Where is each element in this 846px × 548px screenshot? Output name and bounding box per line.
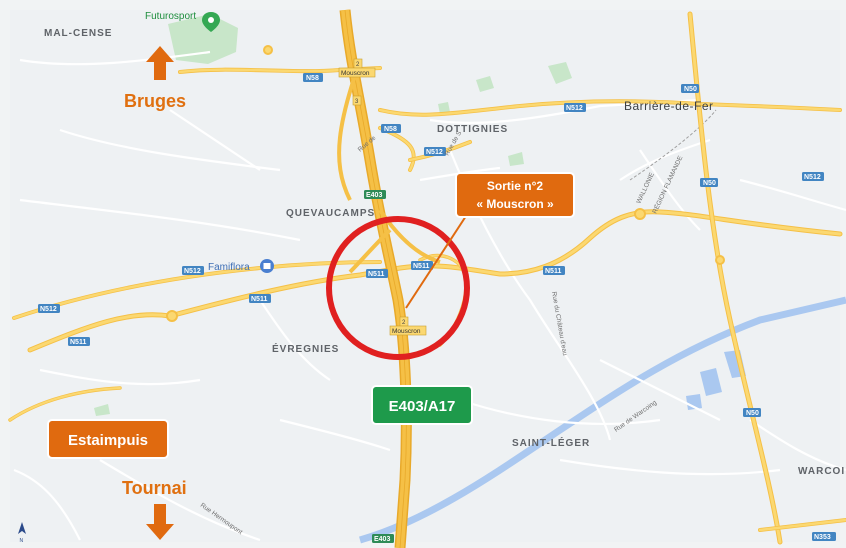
- shield-n512: N512: [40, 306, 57, 313]
- place-evregnies: ÉVREGNIES: [272, 342, 339, 355]
- roundabout: [634, 208, 646, 220]
- futurosport-pin-icon[interactable]: [202, 12, 220, 32]
- exit-marker-3: 3: [352, 95, 362, 106]
- svg-text:N: N: [20, 538, 24, 544]
- shield-n50: N50: [684, 86, 697, 93]
- shield-n511: N511: [368, 271, 384, 278]
- place-dottignies: DOTTIGNIES: [437, 124, 508, 135]
- shield-n512: N512: [426, 149, 443, 156]
- shield-n58: N58: [384, 126, 397, 133]
- highlight-circle: [326, 216, 470, 360]
- roundabout: [166, 310, 178, 322]
- shield-n50: N50: [703, 180, 716, 187]
- place-barriere-de-fer: Barrière-de-Fer: [624, 99, 714, 113]
- shield-n512: N512: [184, 268, 201, 275]
- roundabout: [715, 255, 725, 265]
- sortie-label-line2: « Mouscron »: [476, 197, 554, 211]
- svg-text:2: 2: [356, 62, 360, 68]
- svg-text:2: 2: [402, 320, 406, 326]
- place-warcoing: WARCOI: [798, 466, 845, 477]
- shield-e403: E403: [374, 536, 390, 543]
- poi-futurosport[interactable]: Futurosport: [145, 11, 196, 22]
- shopping-pin-icon[interactable]: [260, 259, 274, 273]
- compass-icon: N: [18, 522, 26, 544]
- estaimpuis-box: Estaimpuis: [47, 419, 169, 459]
- exit-marker-top: 2 Mouscron: [338, 58, 376, 78]
- highway-box: E403/A17: [371, 385, 473, 425]
- arrow-up-icon: [146, 46, 174, 80]
- direction-tournai: Tournai: [122, 478, 187, 498]
- shield-n511: N511: [413, 263, 429, 270]
- poi-famiflora[interactable]: Famiflora: [208, 262, 250, 273]
- pointer-line: [405, 215, 467, 309]
- canal: [359, 296, 846, 544]
- park-area: [94, 404, 110, 416]
- highway-label: E403/A17: [389, 398, 456, 415]
- shield-n58: N58: [306, 75, 319, 82]
- park-area: [438, 102, 450, 114]
- arrow-down-icon: [146, 504, 174, 540]
- park-area: [508, 152, 524, 166]
- map-area: [10, 10, 840, 542]
- shield-n512: N512: [566, 105, 583, 112]
- place-mal-cense: MAL-CENSE: [44, 28, 112, 39]
- place-quevaucamps: QUEVAUCAMPS: [286, 208, 375, 219]
- shield-n50: N50: [746, 410, 759, 417]
- road-shields: N58 N58 N512 N512 N512 N512 N512 N511 N5…: [38, 73, 836, 543]
- direction-bruges: Bruges: [124, 91, 186, 111]
- park-futurosport: [168, 14, 238, 64]
- exit-marker-bottom: 2 Mouscron: [389, 316, 427, 336]
- regional-border: [629, 109, 717, 181]
- svg-text:3: 3: [355, 99, 359, 105]
- shield-n353: N353: [814, 534, 831, 541]
- place-saint-leger: SAINT-LÉGER: [512, 436, 590, 449]
- park-area: [548, 62, 572, 84]
- estaimpuis-label: Estaimpuis: [68, 432, 148, 449]
- pond: [700, 368, 722, 396]
- shield-n512: N512: [804, 174, 821, 181]
- shield-n511: N511: [70, 339, 86, 346]
- sortie-label-line1: Sortie n°2: [487, 179, 543, 193]
- sortie-box: Sortie n°2 « Mouscron »: [455, 172, 575, 218]
- shield-n511: N511: [251, 296, 267, 303]
- shield-e403: E403: [366, 192, 382, 199]
- roundabout: [263, 45, 273, 55]
- park-area: [476, 76, 494, 92]
- svg-text:Mouscron: Mouscron: [341, 70, 370, 77]
- svg-text:Mouscron: Mouscron: [392, 328, 421, 335]
- shield-n511: N511: [545, 268, 561, 275]
